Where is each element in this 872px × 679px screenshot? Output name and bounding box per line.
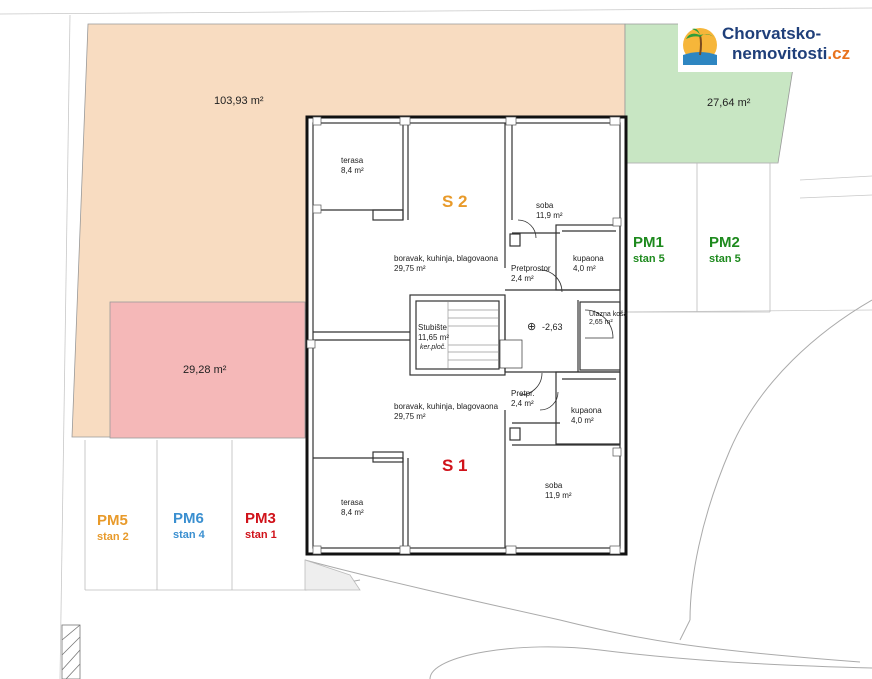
room-terasa-top: terasa (341, 156, 364, 165)
level-mark-symbol: ⊕ (527, 321, 536, 333)
room-living-bot-area: 29,75 m² (394, 412, 426, 421)
level-mark: -2,63 (542, 322, 563, 332)
room-kupaona-top: kupaona (573, 254, 604, 263)
parking-pm5-owner: stan 2 (97, 531, 129, 543)
building-outline (305, 115, 628, 556)
logo-text: Chorvatsko- nemovitosti.cz (722, 24, 850, 64)
room-soba-bot: soba (545, 481, 563, 490)
palm-island-icon (683, 28, 717, 65)
unit-label-s1: S 1 (442, 456, 468, 475)
area-label-red: 29,28 m² (183, 364, 227, 376)
room-stubiste-note: ker.ploč. (420, 344, 446, 351)
parking-pm1: PM1 (633, 234, 664, 251)
room-pretpr-area: 2,4 m² (511, 399, 534, 408)
room-ulazna-area: 2,65 m² (589, 319, 613, 326)
parking-pm1-owner: stan 5 (633, 253, 665, 265)
parking-pm3-owner: stan 1 (245, 529, 277, 541)
room-living-top-area: 29,75 m² (394, 264, 426, 273)
parking-pm2: PM2 (709, 234, 740, 251)
room-living-top: boravak, kuhinja, blagovaona (394, 254, 499, 263)
room-living-bot: boravak, kuhinja, blagovaona (394, 402, 499, 411)
parking-pm6: PM6 (173, 510, 204, 527)
room-kupaona-top-area: 4,0 m² (573, 264, 596, 273)
parking-pm5: PM5 (97, 512, 128, 529)
room-ulazna: Ulazna koša (589, 311, 628, 318)
room-pretpr: Pretpr. (511, 389, 535, 398)
logo-tld: .cz (827, 44, 851, 63)
parking-right (625, 162, 778, 313)
site-logo[interactable]: Chorvatsko- nemovitosti.cz (678, 22, 854, 72)
room-terasa-bot-area: 8,4 m² (341, 508, 364, 517)
logo-line-2-name: nemovitosti (732, 44, 828, 63)
interior-walls (312, 122, 621, 549)
unit-label-s2: S 2 (442, 192, 468, 211)
stairs (447, 302, 523, 369)
parking-pm2-owner: stan 5 (709, 253, 741, 265)
room-soba-top-area: 11,9 m² (536, 211, 563, 220)
logo-line-2: nemovitosti.cz (722, 44, 850, 64)
room-soba-top: soba (536, 201, 554, 210)
area-label-green: 27,64 m² (707, 97, 751, 109)
room-kupaona-bot: kupaona (571, 406, 602, 415)
room-stubiste-area: 11,65 m² (418, 333, 449, 342)
parking-pm3: PM3 (245, 510, 276, 527)
room-terasa-bot: terasa (341, 498, 364, 507)
room-stubiste: Stubište (418, 323, 447, 332)
area-label-big: 103,93 m² (214, 95, 264, 107)
room-pretprostor-area: 2,4 m² (511, 274, 534, 283)
room-pretprostor: Pretprostor (511, 264, 551, 273)
logo-line-1: Chorvatsko- (722, 24, 822, 43)
room-soba-bot-area: 11,9 m² (545, 491, 572, 500)
parking-left (84, 440, 305, 591)
parking-pm6-owner: stan 4 (173, 529, 206, 541)
room-kupaona-bot-area: 4,0 m² (571, 416, 594, 425)
doors (517, 219, 614, 411)
room-terasa-top-area: 8,4 m² (341, 166, 364, 175)
plot-area-red (109, 301, 306, 439)
